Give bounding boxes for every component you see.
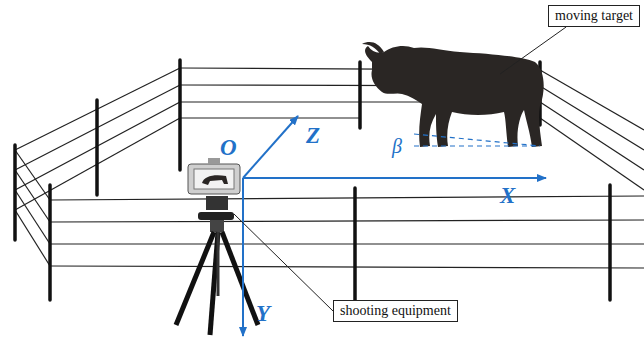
callout-text: moving target bbox=[555, 8, 633, 23]
axis-label: β bbox=[392, 136, 402, 156]
axis-label: O bbox=[220, 136, 237, 159]
axis-label: Z bbox=[306, 124, 320, 147]
buffalo-silhouette bbox=[365, 46, 544, 147]
callout-box: moving target bbox=[548, 5, 640, 27]
axis-label: Y bbox=[256, 302, 270, 325]
leader-line bbox=[500, 27, 566, 74]
coordinate-axes bbox=[243, 116, 546, 336]
fence-wires bbox=[15, 68, 644, 268]
leader-line bbox=[234, 214, 333, 311]
callout-text: shooting equipment bbox=[340, 303, 451, 318]
axis-label: X bbox=[500, 184, 515, 207]
tripod-camera bbox=[176, 158, 258, 335]
angle-lines bbox=[414, 134, 540, 146]
callout-box: shooting equipment bbox=[333, 300, 458, 322]
